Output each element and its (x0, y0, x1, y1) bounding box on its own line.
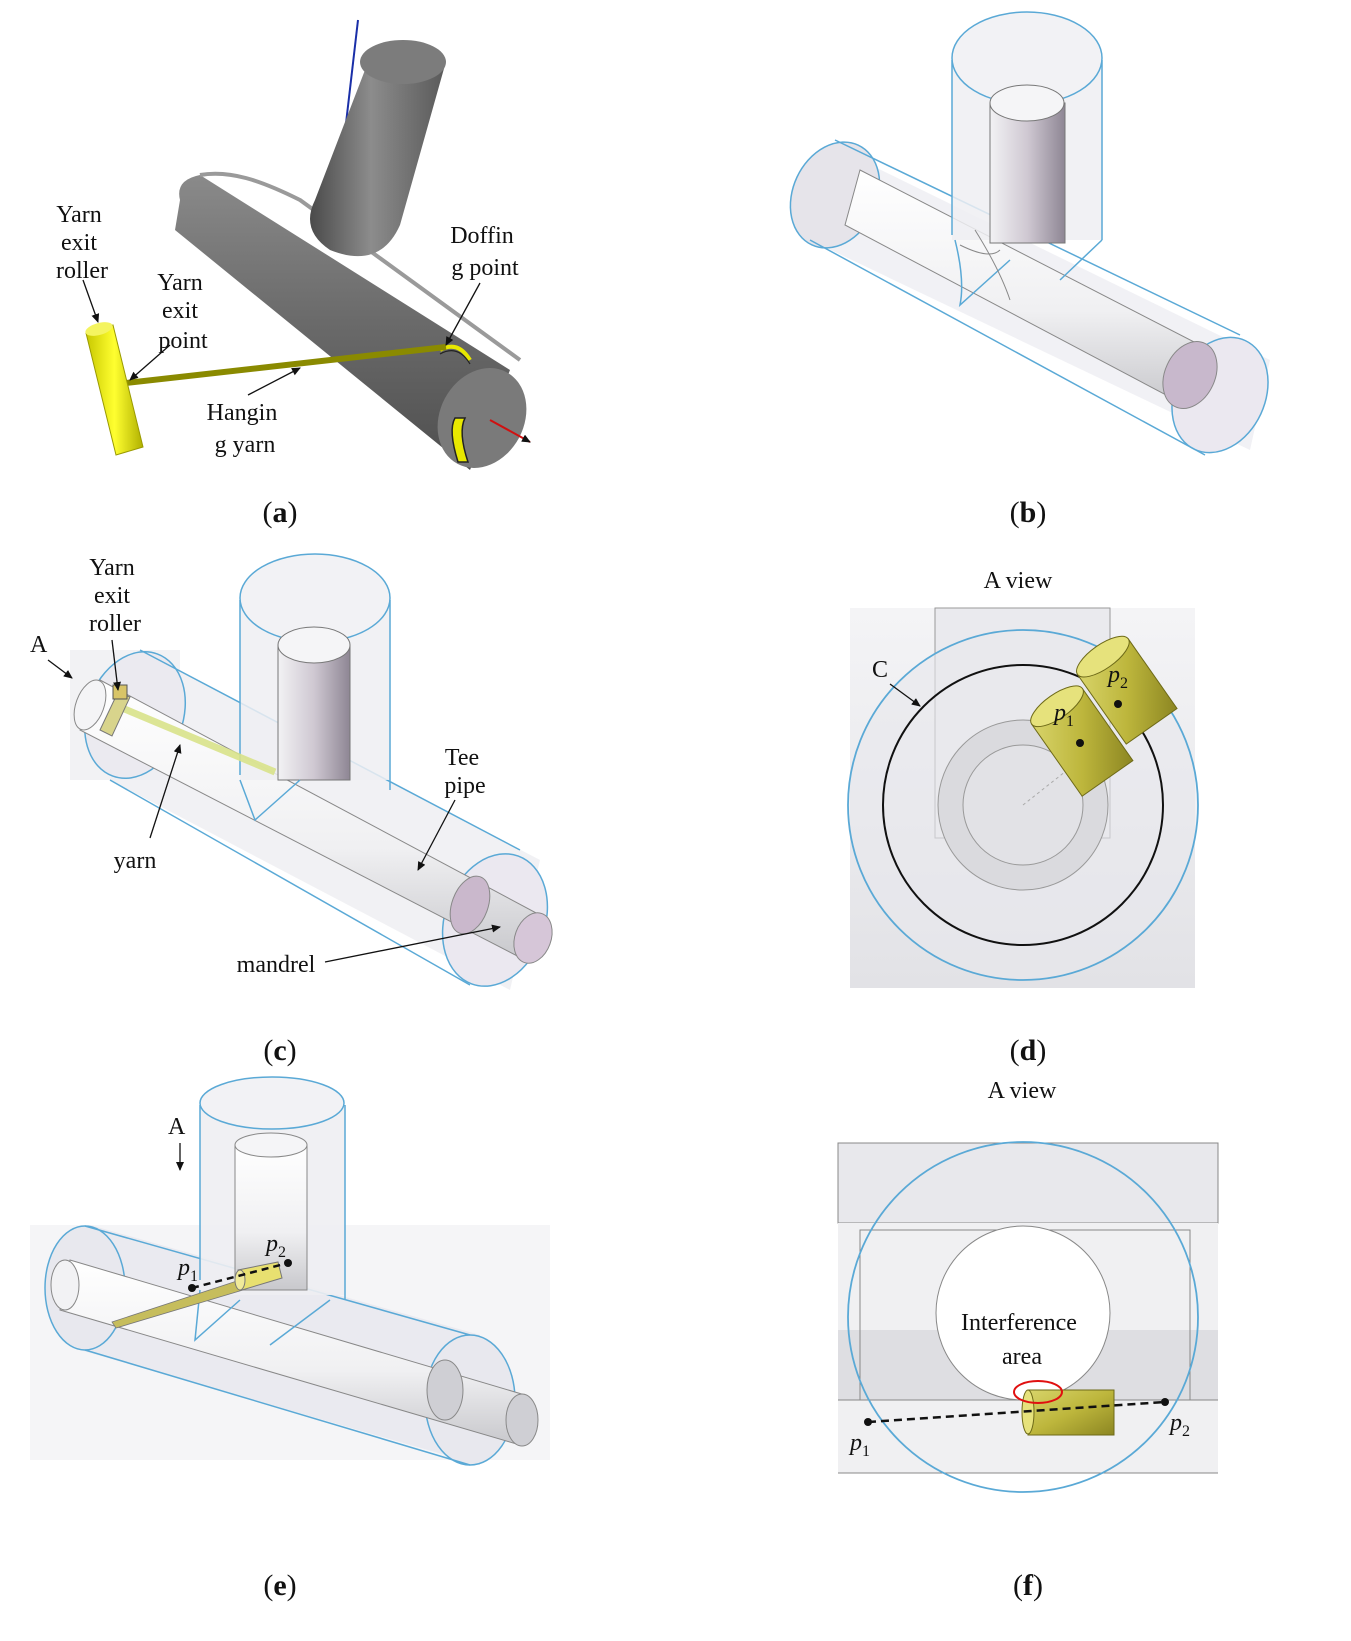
label-yarn-exit-roller: Yarn exit roller (56, 202, 108, 284)
caption-a: (a) (263, 496, 298, 529)
label-yarn: yarn (114, 848, 157, 874)
label-p1-f: p1 (848, 1430, 870, 1460)
mandrel-branch (310, 65, 445, 257)
circle-c (882, 664, 1164, 946)
caption-d: (d) (1010, 1034, 1047, 1067)
title-a-view-d: A view (984, 568, 1053, 594)
label-hanging-yarn: Hangin g yarn (207, 400, 284, 458)
panel-a: Yarn exit roller Yarn exit point Doffin … (56, 19, 531, 529)
point-p1-e (188, 1284, 196, 1292)
top-band (837, 1142, 1219, 1224)
point-p1-f (864, 1418, 872, 1426)
label-mandrel: mandrel (237, 952, 316, 978)
caption-b: (b) (1010, 496, 1047, 529)
title-a-view-f: A view (988, 1078, 1057, 1104)
point-p2-f (1161, 1398, 1169, 1406)
label-p2-f: p2 (1168, 1410, 1190, 1440)
point-p1 (1076, 739, 1084, 747)
interference-area-mark (1013, 1380, 1063, 1404)
caption-f: (f) (1013, 1569, 1043, 1602)
mandrel-main-body (175, 175, 510, 470)
mandrel-branch-end (360, 40, 446, 84)
label-a-marker-e: A (168, 1114, 186, 1140)
label-c: C (872, 657, 888, 683)
panel-c: A Yarn exit roller Tee pipe yarn mandrel… (30, 553, 553, 1067)
label-tee-pipe: Tee pipe (444, 745, 485, 799)
yarn (113, 701, 277, 776)
outer-pipe-circle-f (847, 1141, 1199, 1493)
point-p2 (1114, 700, 1122, 708)
point-p2-e (284, 1259, 292, 1267)
label-p1-e: p1 (176, 1255, 198, 1285)
label-p2-e: p2 (264, 1231, 286, 1261)
label-yarn-exit-roller-c: Yarn exit roller (89, 555, 141, 637)
inner-mandrel-vertical (989, 102, 1066, 244)
caption-c: (c) (263, 1034, 296, 1067)
panel-d: A view p2 p1 C (d) (847, 568, 1199, 1067)
label-yarn-exit-point: Yarn exit point (157, 270, 209, 354)
label-p1-d: p1 (1052, 700, 1074, 730)
label-a-marker-c: A (30, 632, 48, 658)
label-p2-d: p2 (1106, 662, 1128, 692)
panel-f: A view p1 p2 Interference area (f) (837, 1078, 1219, 1602)
red-axis (489, 419, 531, 443)
hanging-yarn (125, 344, 447, 386)
panel-e: p1 p2 A (e) (30, 1076, 550, 1602)
caption-e: (e) (263, 1569, 296, 1602)
roller-f (1027, 1389, 1115, 1436)
roller-p2 (1076, 635, 1178, 745)
p1-p2-line-f (867, 1400, 1166, 1424)
yarn-exit-roller (99, 691, 131, 737)
label-interference-area: Interference area (961, 1310, 1083, 1370)
p1-p2-line-e (191, 1261, 289, 1290)
yarn-exit-roller (85, 324, 144, 456)
panel-b: (b) (789, 11, 1270, 529)
label-doffing-point: Doffin g point (450, 223, 520, 281)
